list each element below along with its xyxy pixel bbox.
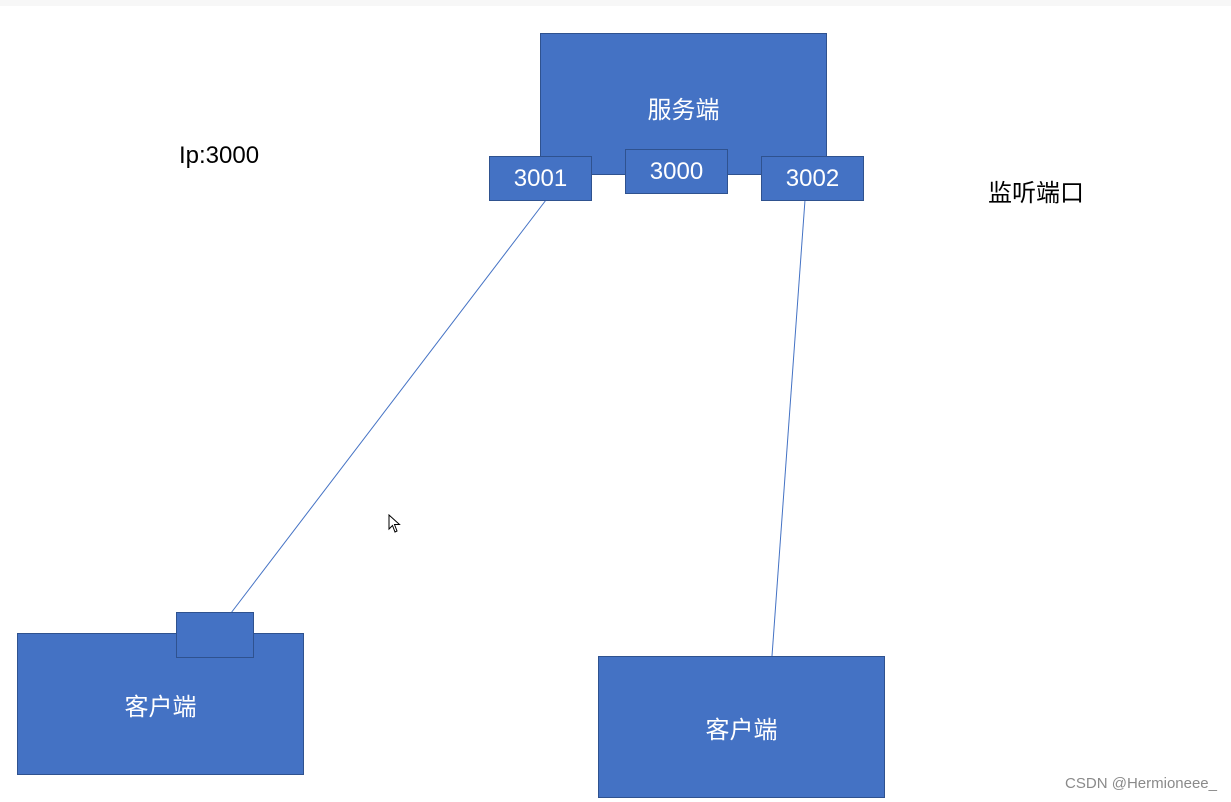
client-left-port xyxy=(176,612,254,658)
port-3000: 3000 xyxy=(625,149,728,194)
mouse-cursor-icon xyxy=(388,514,401,533)
port-label: 3001 xyxy=(513,164,568,192)
ip-annotation: Ip:3000 xyxy=(179,142,260,169)
port-label: 3002 xyxy=(785,164,840,192)
server-label: 服务端 xyxy=(647,96,720,124)
connector-left xyxy=(230,199,547,614)
port-label: 3000 xyxy=(649,157,704,185)
client-left-label: 客户端 xyxy=(124,692,197,721)
connector-right xyxy=(771,199,806,657)
client-left-box: 客户端 xyxy=(17,633,304,775)
top-strip xyxy=(0,0,1231,6)
client-right-label: 客户端 xyxy=(705,715,778,744)
port-3002: 3002 xyxy=(761,156,864,201)
port-3001: 3001 xyxy=(489,156,592,201)
client-right-box: 客户端 xyxy=(598,656,885,798)
watermark: CSDN @Hermioneee_ xyxy=(1065,775,1217,792)
listen-port-annotation: 监听端口 xyxy=(988,179,1084,207)
